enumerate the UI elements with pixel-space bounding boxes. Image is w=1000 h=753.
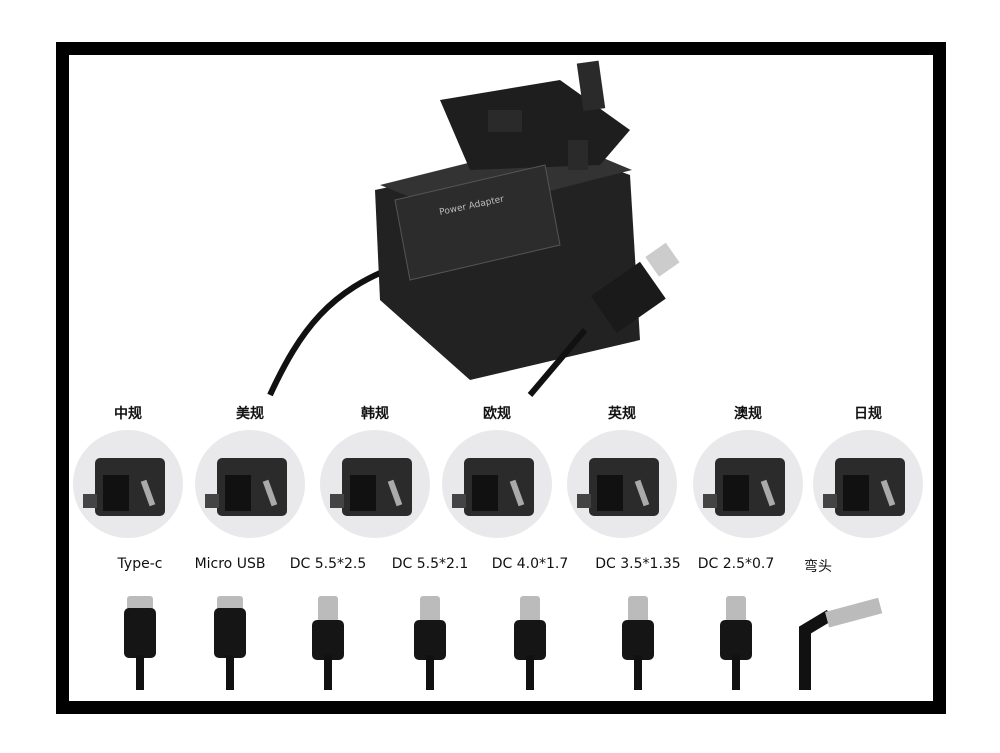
plug-type-image <box>195 430 305 538</box>
connector-label: Micro USB <box>194 556 266 572</box>
connector-label: Type-c <box>117 556 163 572</box>
main-adapter-image: Power Adapter <box>267 60 680 397</box>
plug-type-label: 美规 <box>236 406 264 422</box>
plug-type-image <box>693 430 803 538</box>
plug-type-label: 韩规 <box>361 406 389 422</box>
connector-plug <box>720 596 752 690</box>
connector-label: DC 5.5*2.1 <box>391 556 469 572</box>
connector-plug <box>799 597 883 690</box>
connector-plug <box>622 596 654 690</box>
plug-type-label: 澳规 <box>734 406 762 422</box>
connector-label: DC 3.5*1.35 <box>595 556 681 572</box>
plug-type-label: 欧规 <box>483 406 511 422</box>
plug-type-image <box>567 430 677 538</box>
plug-type-label: 中规 <box>114 406 142 422</box>
connector-label: DC 5.5*2.5 <box>289 556 367 572</box>
plug-type-label: 英规 <box>608 406 636 422</box>
plug-type-image <box>813 430 923 538</box>
connector-plug <box>214 596 246 690</box>
connector-plug <box>312 596 344 690</box>
connector-plug <box>414 596 446 690</box>
plug-type-image <box>73 430 183 538</box>
connector-label: 弯头 <box>804 559 832 575</box>
plug-type-image <box>320 430 430 538</box>
plug-type-label: 日规 <box>854 406 882 422</box>
connector-label: DC 2.5*0.7 <box>697 556 775 572</box>
connector-plug <box>124 596 156 690</box>
plug-type-image <box>442 430 552 538</box>
connector-label: DC 4.0*1.7 <box>491 556 569 572</box>
connector-plug <box>514 596 546 690</box>
